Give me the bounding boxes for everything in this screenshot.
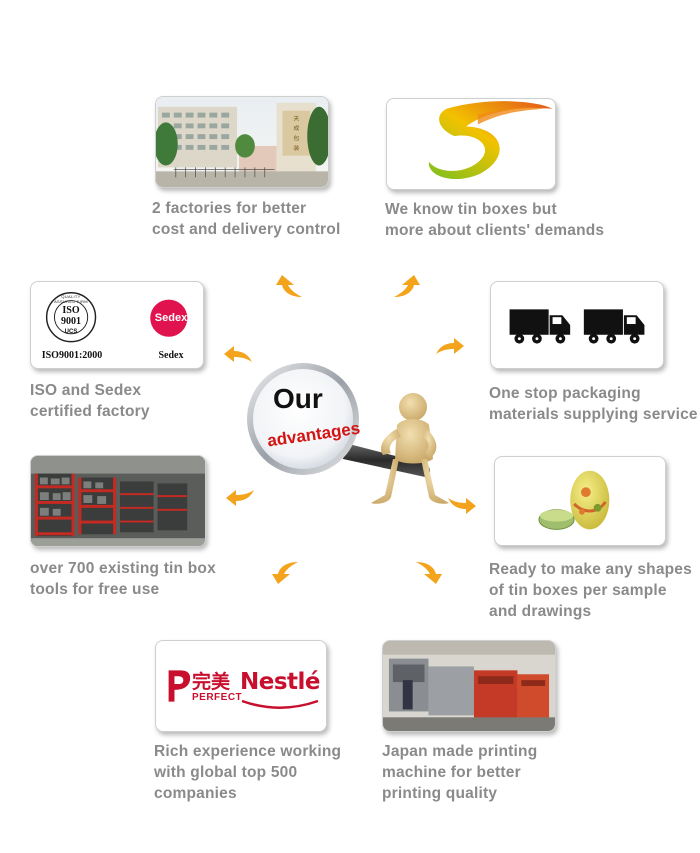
factory-sign-char-2: 成 (293, 124, 299, 132)
perfect-logo-icon (168, 670, 191, 702)
caption-line: We know tin boxes but (385, 201, 557, 218)
iso-seal-ucs: UCS (64, 329, 78, 335)
caption-line: Rich experience working (154, 743, 342, 760)
arrow-left-upper-icon (220, 340, 254, 374)
caption-top500: Rich experience working with global top … (154, 741, 341, 804)
iso-seal-icon (45, 292, 188, 343)
perfect-cn-text: 完美 (192, 671, 231, 693)
arrow-right-lower-icon (446, 486, 480, 520)
caption-line: and drawings (489, 603, 592, 620)
caption-line: materials supplying service (489, 406, 698, 423)
arrow-down-left-icon (270, 560, 304, 594)
truck-icon (509, 309, 645, 344)
caption-shapes: Ready to make any shapes of tin boxes pe… (489, 559, 692, 622)
sedex-logo-text: Sedex (154, 312, 188, 324)
iso-seal-number: 9001 (61, 316, 81, 327)
caption-line: machine for better (382, 764, 521, 781)
caption-line: over 700 existing tin box (30, 560, 216, 577)
tools-warehouse-card (30, 455, 206, 547)
caption-one-stop: One stop packaging materials supplying s… (489, 383, 698, 425)
our-label: Our (273, 383, 323, 414)
arrow-down-right-icon (410, 560, 444, 594)
arrow-left-lower-icon (222, 478, 256, 512)
caption-line: with global top 500 (154, 764, 298, 781)
caption-iso: ISO and Sedex certified factory (30, 380, 150, 422)
caption-line: more about clients' demands (385, 222, 605, 239)
warehouse-shelves-image (31, 456, 205, 546)
caption-line: companies (154, 785, 237, 802)
iso-sedex-card: QUALITY ASSURED FIRM ISO 9001 UCS ISO900… (30, 281, 204, 369)
arrow-up-right-icon (388, 265, 422, 299)
caption-line: Japan made printing (382, 743, 538, 760)
arrow-right-upper-icon (434, 332, 468, 366)
printing-machine-card (382, 640, 556, 732)
magnifier-icon (247, 363, 449, 504)
arrow-up-left-icon (274, 265, 308, 299)
factory-sign-char-3: 包 (293, 134, 299, 142)
caption-tools: over 700 existing tin box tools for free… (30, 558, 216, 600)
caption-client-demands: We know tin boxes but more about clients… (385, 199, 604, 241)
caption-line: 2 factories for better (152, 200, 307, 217)
nestle-logo-text: Nestlé (240, 669, 321, 695)
sedex-caption: Sedex (158, 350, 184, 361)
trucks-card (490, 281, 664, 369)
factory-photo-card: 天 成 包 装 (155, 96, 329, 188)
caption-line: ISO and Sedex (30, 382, 142, 399)
factory-building-image: 天 成 包 装 (156, 97, 328, 187)
egg-tin-box-image (538, 470, 610, 530)
nestle-swoosh-icon (241, 699, 319, 709)
perfect-en-text: PERFECT (192, 692, 243, 703)
brand-logos-card: 完美 PERFECT Nestlé (155, 640, 327, 732)
factory-sign-char-4: 装 (293, 144, 299, 152)
caption-printing: Japan made printing machine for better p… (382, 741, 537, 804)
caption-factories: 2 factories for better cost and delivery… (152, 198, 340, 240)
iso-ring-text: QUALITY ASSURED FIRM (54, 294, 88, 304)
caption-line: printing quality (382, 785, 498, 802)
caption-line: certified factory (30, 403, 150, 420)
egg-tin-card (494, 456, 666, 546)
client-logo-card (386, 98, 556, 190)
printing-machine-image (383, 641, 555, 731)
swirl-logo-icon (428, 101, 553, 179)
caption-line: tools for free use (30, 581, 160, 598)
caption-line: of tin boxes per sample (489, 582, 667, 599)
caption-line: cost and delivery control (152, 221, 341, 238)
iso-caption: ISO9001:2000 (41, 350, 103, 361)
our-advantages-magnifier: Our advantages (245, 355, 460, 515)
caption-line: Ready to make any shapes (489, 561, 692, 578)
caption-line: One stop packaging (489, 385, 641, 402)
iso-seal-label: ISO (62, 305, 80, 316)
factory-sign-char-1: 天 (293, 116, 299, 123)
